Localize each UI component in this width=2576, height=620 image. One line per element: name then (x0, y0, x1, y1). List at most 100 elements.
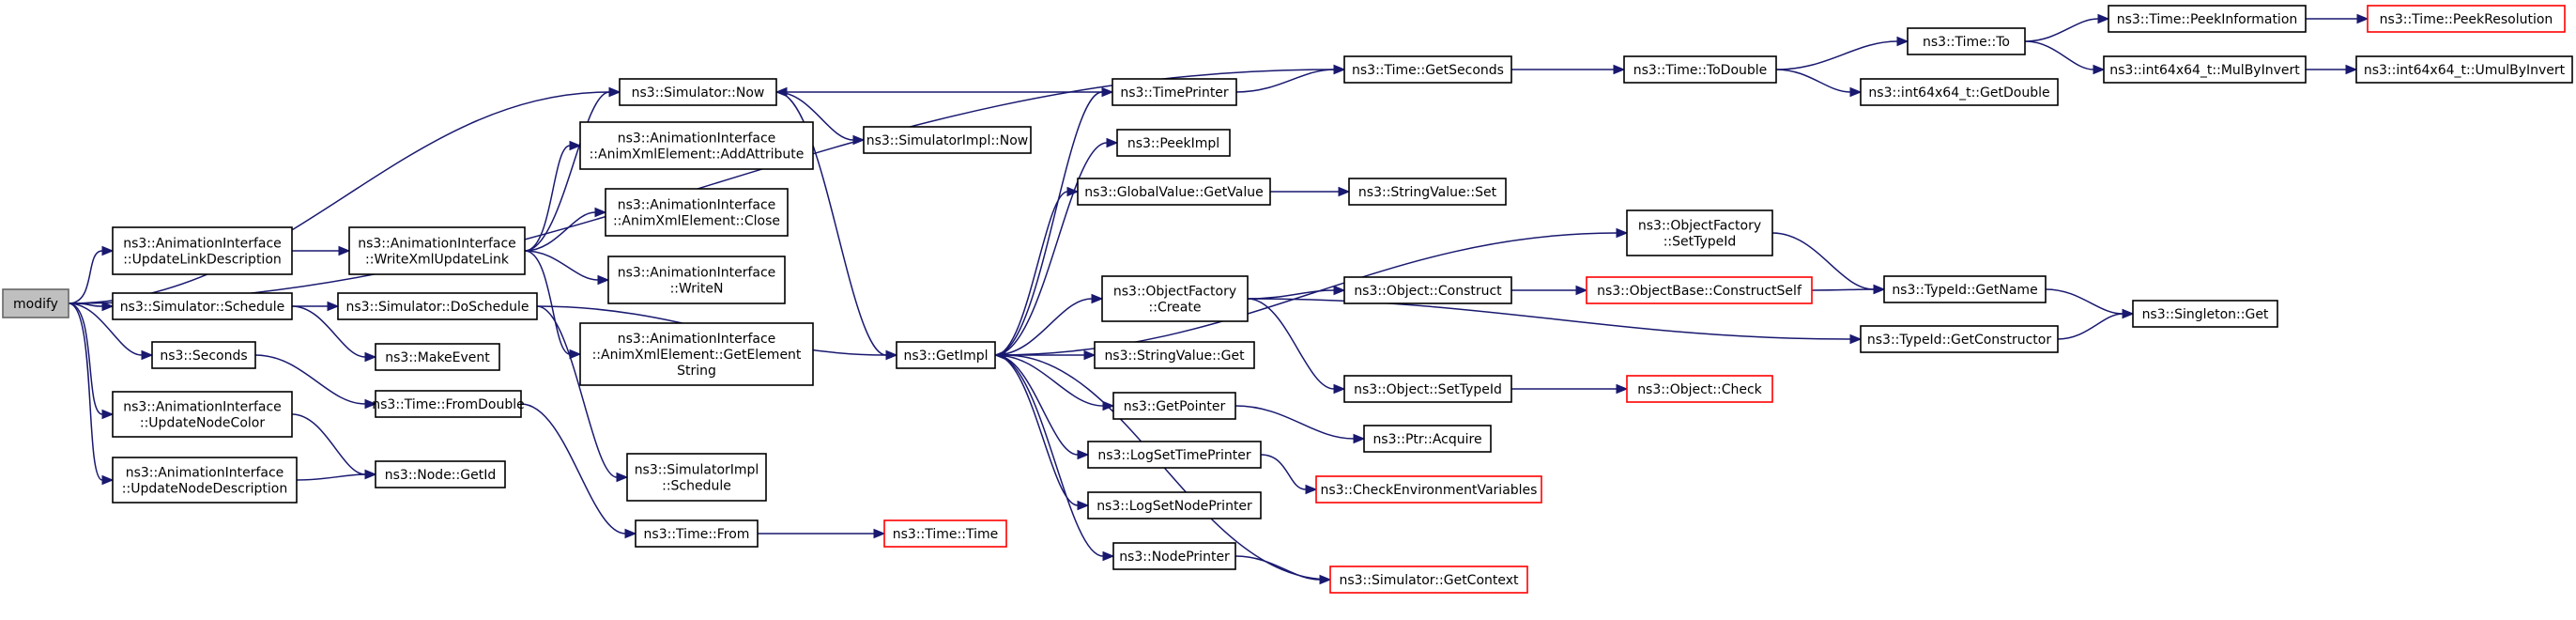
node-modify[interactable]: modify (2, 288, 69, 318)
node-box (626, 453, 767, 502)
node-label: ::AnimXmlElement::GetElement (592, 348, 802, 363)
node-sim-now[interactable]: ns3::Simulator::Now (619, 78, 777, 106)
node-obj-construct[interactable]: ns3::Object::Construct (1343, 276, 1512, 304)
node-string-value-set[interactable]: ns3::StringValue::Set (1348, 178, 1507, 206)
node-int64-umul-by-invert[interactable]: ns3::int64x64_t::UmulByInvert (2355, 55, 2573, 84)
node-make-event[interactable]: ns3::MakeEvent (375, 343, 500, 371)
node-global-get-value[interactable]: ns3::GlobalValue::GetValue (1077, 178, 1271, 206)
edge-arrowhead (885, 349, 898, 361)
edge-arrowhead (624, 528, 637, 539)
node-log-set-node-printer[interactable]: ns3::LogSetNodePrinter (1087, 491, 1262, 519)
node-update-node-color[interactable]: ns3::AnimationInterface::UpdateNodeColor (112, 391, 293, 438)
node-label: ns3::Time::PeekInformation (2117, 12, 2298, 27)
edge-line (1771, 232, 1875, 290)
node-time-peek-resolution[interactable]: ns3::Time::PeekResolution (2367, 5, 2566, 33)
node-update-link-description[interactable]: ns3::AnimationInterface::UpdateLinkDescr… (112, 226, 293, 275)
edge-arrowhead (1849, 86, 1863, 98)
node-label: ns3::LogSetNodePrinter (1096, 499, 1252, 514)
node-box (1094, 341, 1255, 369)
edge-arrowhead (338, 245, 351, 256)
node-from-double[interactable]: ns3::Time::FromDouble (372, 390, 525, 418)
node-box (337, 292, 538, 320)
node-obj-set-type-id[interactable]: ns3::Object::SetTypeId (1343, 375, 1512, 403)
node-string-value-get[interactable]: ns3::StringValue::Get (1094, 341, 1255, 369)
node-sim-impl-schedule[interactable]: ns3::SimulatorImpl::Schedule (626, 453, 767, 502)
node-time-peek-info[interactable]: ns3::Time::PeekInformation (2108, 5, 2307, 33)
edge-obj-set-type-id-to-obj-check (1510, 383, 1629, 395)
edge-arrowhead (1333, 285, 1346, 296)
node-write-xml-update-link[interactable]: ns3::AnimationInterface::WriteXmlUpdateL… (348, 226, 526, 275)
node-ptr-acquire[interactable]: ns3::Ptr::Acquire (1363, 425, 1492, 453)
node-type-id-get-name[interactable]: ns3::TypeId::GetName (1883, 275, 2047, 303)
node-time-printer[interactable]: ns3::TimePrinter (1112, 78, 1237, 106)
edge-line (524, 250, 571, 355)
node-box (2108, 5, 2307, 33)
node-label: ns3::TypeId::GetName (1892, 283, 2037, 298)
node-time-time[interactable]: ns3::Time::Time (883, 519, 1007, 548)
node-peek-impl[interactable]: ns3::PeekImpl (1116, 129, 1231, 157)
node-obj-factory-create[interactable]: ns3::ObjectFactory::Create (1101, 275, 1249, 322)
node-check-env[interactable]: ns3::CheckEnvironmentVariables (1315, 475, 1542, 504)
node-obj-check[interactable]: ns3::Object::Check (1626, 375, 1773, 403)
edge-time-to-double-to-int64-get-double (1775, 69, 1863, 98)
node-do-schedule[interactable]: ns3::Simulator::DoSchedule (337, 292, 538, 320)
node-time-to[interactable]: ns3::Time::To (1907, 27, 2026, 55)
node-box (375, 343, 500, 371)
node-node-get-id[interactable]: ns3::Node::GetId (375, 460, 506, 488)
node-seconds[interactable]: ns3::Seconds (151, 341, 256, 369)
node-box (112, 292, 293, 320)
node-int64-get-double[interactable]: ns3::int64x64_t::GetDouble (1860, 78, 2059, 106)
node-label: ns3::LogSetTimePrinter (1097, 448, 1251, 463)
node-close[interactable]: ns3::AnimationInterface::AnimXmlElement:… (605, 188, 789, 237)
edge-modify-to-update-node-description (68, 302, 115, 486)
node-label: ns3::Singleton::Get (2142, 307, 2269, 322)
node-add-attribute[interactable]: ns3::AnimationInterface::AnimXmlElement:… (579, 121, 814, 170)
node-obj-base-construct-self[interactable]: ns3::ObjectBase::ConstructSelf (1586, 276, 1813, 304)
node-obj-factory-set-type-id[interactable]: ns3::ObjectFactory::SetTypeId (1626, 209, 1773, 256)
edge-arrowhead (1333, 383, 1346, 395)
edge-arrowhead (2356, 13, 2369, 24)
edge-global-get-value-to-string-value-set (1270, 186, 1351, 197)
node-log-set-time-printer[interactable]: ns3::LogSetTimePrinter (1087, 441, 1262, 469)
edge-sim-schedule-to-make-event (291, 305, 377, 363)
node-time-from[interactable]: ns3::Time::From (635, 519, 759, 548)
node-sim-impl-now[interactable]: ns3::SimulatorImpl::Now (863, 126, 1032, 154)
node-box (579, 322, 814, 386)
node-time-to-double[interactable]: ns3::Time::ToDouble (1623, 55, 1777, 84)
node-label: ns3::SimulatorImpl (635, 463, 759, 478)
node-write-n[interactable]: ns3::AnimationInterface::WriteN (607, 256, 786, 304)
node-type-id-get-constructor[interactable]: ns3::TypeId::GetConstructor (1860, 325, 2059, 353)
node-node-printer[interactable]: ns3::NodePrinter (1112, 542, 1236, 570)
edge-arrowhead (1896, 36, 1909, 47)
node-label: ns3::Simulator::GetContext (1339, 573, 1519, 588)
node-label: ns3::Time::PeekResolution (2380, 12, 2553, 27)
edge-arrowhead (852, 134, 866, 146)
node-time-get-seconds[interactable]: ns3::Time::GetSeconds (1343, 55, 1512, 84)
node-sim-get-context[interactable]: ns3::Simulator::GetContext (1329, 566, 1528, 594)
node-get-pointer[interactable]: ns3::GetPointer (1112, 392, 1236, 420)
node-label: ns3::Time::From (644, 527, 750, 542)
node-get-element-string[interactable]: ns3::AnimationInterface::AnimXmlElement:… (579, 322, 814, 386)
node-label: ns3::GetPointer (1124, 399, 1226, 414)
edge-line (68, 302, 103, 481)
edge-get-impl-to-node-printer (994, 354, 1115, 562)
node-label: ns3::ObjectBase::ConstructSelf (1597, 284, 1802, 299)
node-box (112, 391, 293, 438)
edge-line (994, 298, 1093, 356)
node-box (1626, 209, 1773, 256)
edge-arrowhead (608, 86, 621, 98)
node-box (1116, 129, 1231, 157)
edge-line (994, 354, 1104, 407)
edge-arrowhead (101, 409, 115, 420)
node-singleton-get[interactable]: ns3::Singleton::Get (2132, 300, 2278, 328)
node-box (112, 457, 298, 504)
node-int64-mul-by-invert[interactable]: ns3::int64x64_t::MulByInvert (2103, 55, 2307, 84)
node-get-impl[interactable]: ns3::GetImpl (896, 341, 996, 369)
edge-line (291, 413, 366, 475)
node-update-node-description[interactable]: ns3::AnimationInterface::UpdateNodeDescr… (112, 457, 298, 504)
edge-modify-to-update-node-color (68, 302, 115, 420)
node-box (1343, 276, 1512, 304)
edge-arrowhead (364, 351, 377, 363)
node-sim-schedule[interactable]: ns3::Simulator::Schedule (112, 292, 293, 320)
node-label: modify (13, 297, 58, 312)
